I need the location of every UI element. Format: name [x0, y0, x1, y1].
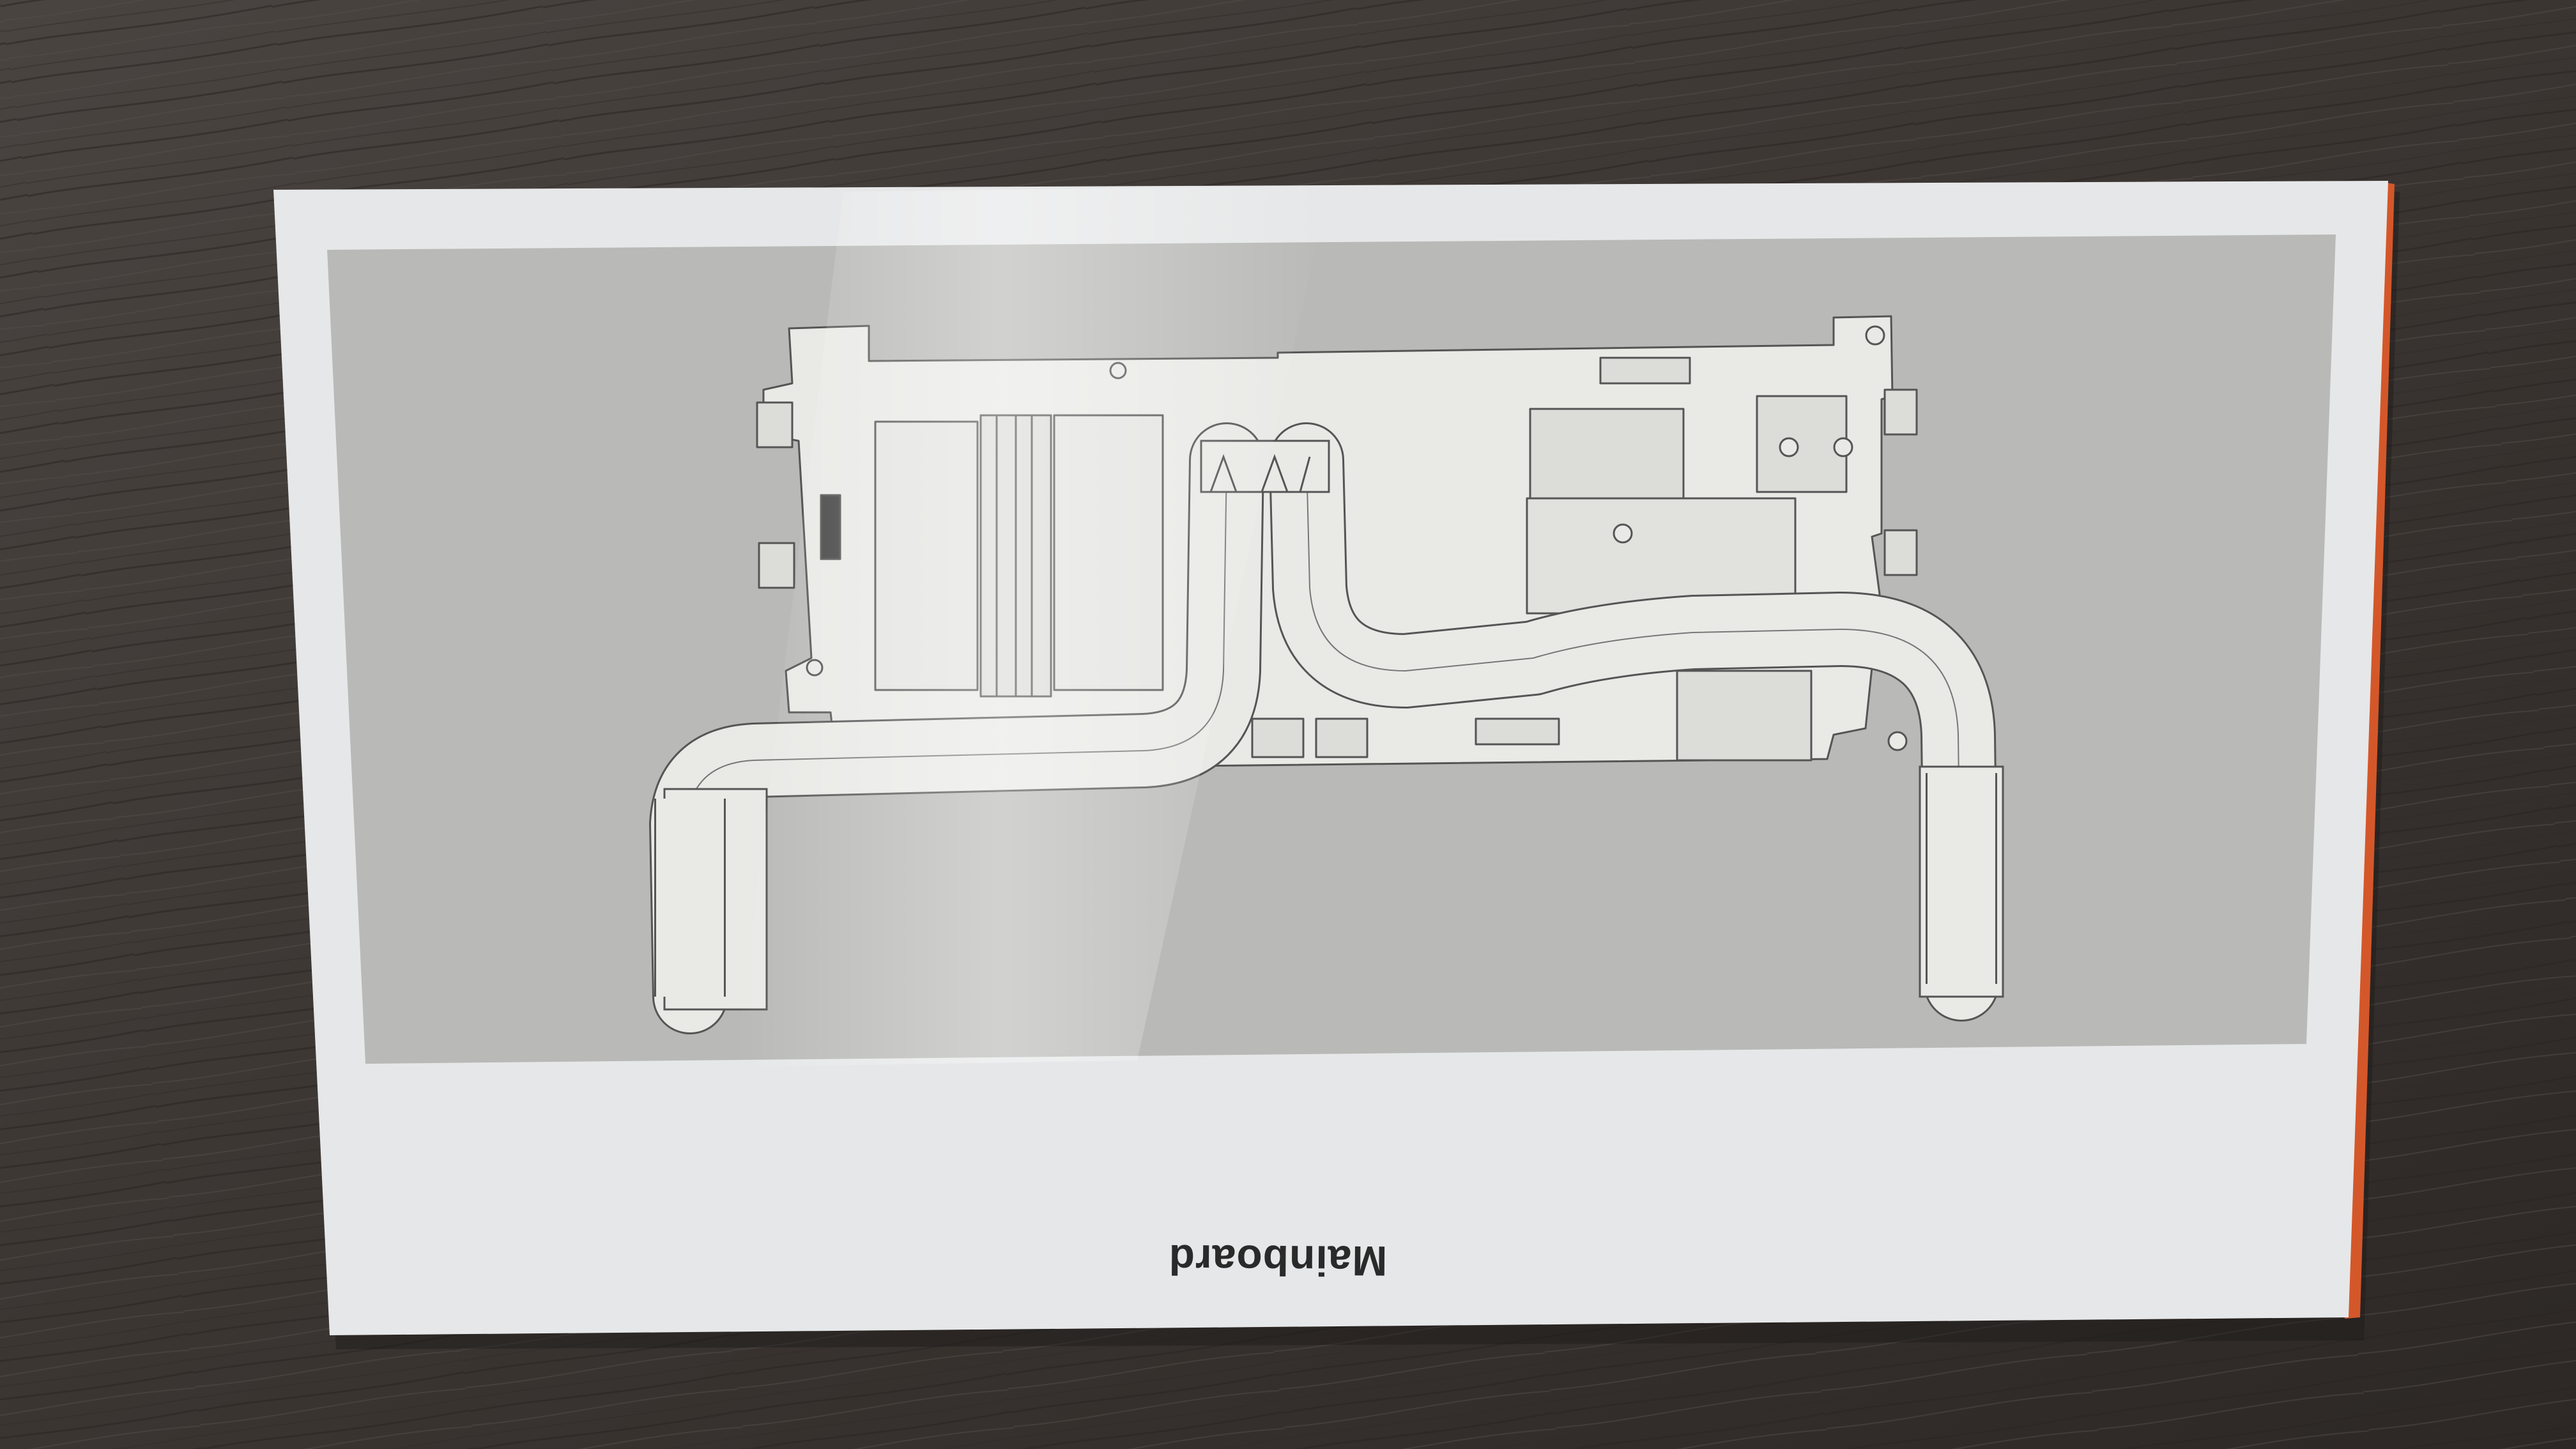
bottom-connector-1: [1251, 717, 1305, 758]
m2-ssd-bracket: [1756, 395, 1848, 493]
m2-ssd: [1529, 408, 1685, 500]
fan-connector: [1599, 356, 1691, 385]
usb-port-1: [756, 401, 793, 448]
bottom-connector-3: [1475, 717, 1560, 746]
light-glare: [735, 185, 1329, 1067]
usb-port-3: [1883, 388, 1918, 436]
usb-port-2: [758, 542, 795, 589]
bottom-connector-2: [1315, 717, 1368, 758]
usb-port-4: [1883, 529, 1918, 576]
box-label-mainboard: Mainboard: [1168, 1236, 1388, 1285]
wifi-card: [1676, 670, 1813, 762]
